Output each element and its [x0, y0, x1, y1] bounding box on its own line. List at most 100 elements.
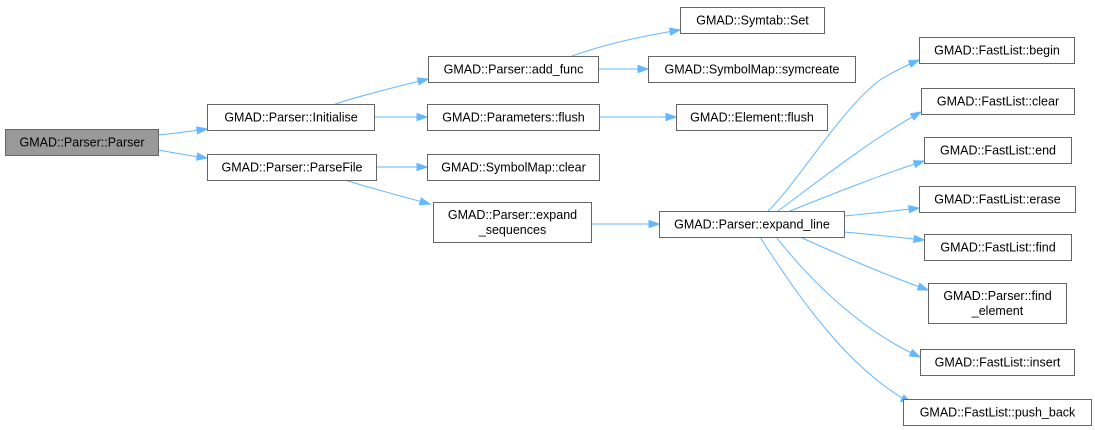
node-box [207, 154, 377, 181]
arrowhead [416, 162, 429, 172]
node-symcreate[interactable]: GMAD::SymbolMap::symcreate [648, 56, 856, 83]
node-fl-erase[interactable]: GMAD::FastList::erase [919, 186, 1076, 213]
node-box [680, 7, 825, 34]
node-box [919, 37, 1075, 64]
node-fl-clear[interactable]: GMAD::FastList::clear [921, 88, 1075, 115]
edge-parsefile-to-symbolmap_clear [376, 162, 429, 172]
node-box [928, 283, 1067, 324]
node-box [433, 202, 592, 243]
node-fl-end[interactable]: GMAD::FastList::end [924, 137, 1072, 164]
node-label: GMAD::FastList::push_back [920, 406, 1076, 420]
node-label: GMAD::FastList::insert [935, 356, 1061, 370]
node-label: GMAD::FastList::erase [934, 193, 1060, 207]
arrowhead [912, 160, 926, 169]
edge-parsefile-to-expand_sequences [344, 179, 432, 206]
node-label: GMAD::Parser::find [943, 289, 1051, 303]
arrowhead [908, 348, 922, 358]
node-label: _sequences [478, 223, 546, 237]
edge-expand_sequences-to-expand_line [591, 219, 661, 229]
node-label: GMAD::FastList::end [940, 144, 1056, 158]
edge-expand_line-to-find_element [799, 236, 930, 291]
node-box [428, 56, 599, 83]
edge-expand_line-to-fl_find [843, 231, 926, 244]
node-label: GMAD::Parser::add_func [444, 63, 584, 77]
edge-add_func-to-symcreate [598, 64, 650, 74]
arrowhead [668, 27, 682, 36]
node-label: GMAD::Parser::expand_line [674, 218, 830, 232]
node-label: GMAD::SymbolMap::symcreate [664, 63, 839, 77]
node-symtab-set[interactable]: GMAD::Symtab::Set [680, 7, 825, 34]
node-add-func[interactable]: GMAD::Parser::add_func [428, 56, 599, 83]
edge-add_func-to-symtab_set [571, 27, 682, 57]
node-fl-find[interactable]: GMAD::FastList::find [924, 234, 1072, 261]
edge-initialise-to-params_flush [374, 112, 429, 122]
arrowhead [909, 111, 923, 121]
nodes-layer: GMAD::Parser::Parser GMAD::Parser::Initia… [5, 7, 1092, 426]
edge-line [571, 29, 681, 57]
node-symbolmap-clear[interactable]: GMAD::SymbolMap::clear [427, 154, 600, 181]
node-box [5, 129, 159, 156]
node-params-flush[interactable]: GMAD::Parameters::flush [427, 104, 600, 131]
arrowhead [665, 112, 678, 122]
node-label: GMAD::SymbolMap::clear [441, 161, 585, 175]
node-box [920, 349, 1075, 376]
arrowhead [916, 282, 930, 291]
node-box [924, 234, 1072, 261]
edge-parser_ctor-to-parsefile [157, 149, 209, 161]
edge-line [843, 231, 925, 241]
node-parser-ctor[interactable]: GMAD::Parser::Parser [5, 129, 159, 156]
node-label: GMAD::Parser::ParseFile [221, 161, 362, 175]
node-label: GMAD::Parser::Initialise [224, 111, 357, 125]
node-find-element[interactable]: GMAD::Parser::find_element [928, 283, 1067, 324]
edge-expand_line-to-fl_begin [767, 59, 921, 212]
edge-expand_line-to-fl_clear [777, 111, 923, 212]
node-label: GMAD::FastList::clear [937, 95, 1059, 109]
node-label: GMAD::Element::flush [690, 111, 814, 125]
edge-line [789, 160, 925, 212]
node-box [648, 56, 856, 83]
node-expand-sequences[interactable]: GMAD::Parser::expand_sequences [433, 202, 592, 243]
node-box [921, 88, 1075, 115]
node-fl-insert[interactable]: GMAD::FastList::insert [920, 349, 1075, 376]
node-box [903, 399, 1092, 426]
arrowhead [913, 234, 926, 244]
edge-expand_line-to-fl_push_back [759, 236, 913, 404]
node-label: GMAD::FastList::begin [934, 44, 1060, 58]
edge-parser_ctor-to-initialise [157, 126, 209, 136]
node-label: GMAD::Parser::expand [448, 208, 577, 222]
edge-line [334, 78, 429, 105]
node-initialise[interactable]: GMAD::Parser::Initialise [207, 104, 375, 131]
node-box [207, 104, 375, 131]
arrowhead [196, 152, 209, 161]
edge-expand_line-to-fl_erase [843, 204, 921, 217]
node-fl-push-back[interactable]: GMAD::FastList::push_back [903, 399, 1092, 426]
node-box [427, 154, 600, 181]
node-label: GMAD::FastList::find [940, 241, 1055, 255]
arrowhead [908, 204, 921, 214]
node-box [676, 104, 828, 131]
edge-params_flush-to-element_flush [599, 112, 678, 122]
edge-line [777, 111, 922, 212]
edge-expand_line-to-fl_end [789, 160, 926, 212]
node-label: GMAD::Parser::Parser [19, 136, 144, 150]
node-element-flush[interactable]: GMAD::Element::flush [676, 104, 828, 131]
node-box [427, 104, 600, 131]
node-box [919, 186, 1076, 213]
arrowhead [418, 197, 432, 206]
node-parsefile[interactable]: GMAD::Parser::ParseFile [207, 154, 377, 181]
edge-line [799, 236, 929, 291]
node-expand-line[interactable]: GMAD::Parser::expand_line [659, 211, 845, 238]
arrowhead [416, 112, 429, 122]
edge-initialise-to-add_func [334, 77, 430, 105]
node-label: _element [971, 304, 1024, 318]
edge-expand_line-to-fl_insert [775, 236, 922, 358]
edges-layer [157, 27, 930, 404]
node-label: GMAD::Symtab::Set [696, 14, 809, 28]
arrowhead [907, 59, 921, 69]
edge-line [767, 59, 920, 212]
node-fl-begin[interactable]: GMAD::FastList::begin [919, 37, 1075, 64]
node-box [924, 137, 1072, 164]
node-box [659, 211, 845, 238]
arrowhead [196, 126, 209, 135]
